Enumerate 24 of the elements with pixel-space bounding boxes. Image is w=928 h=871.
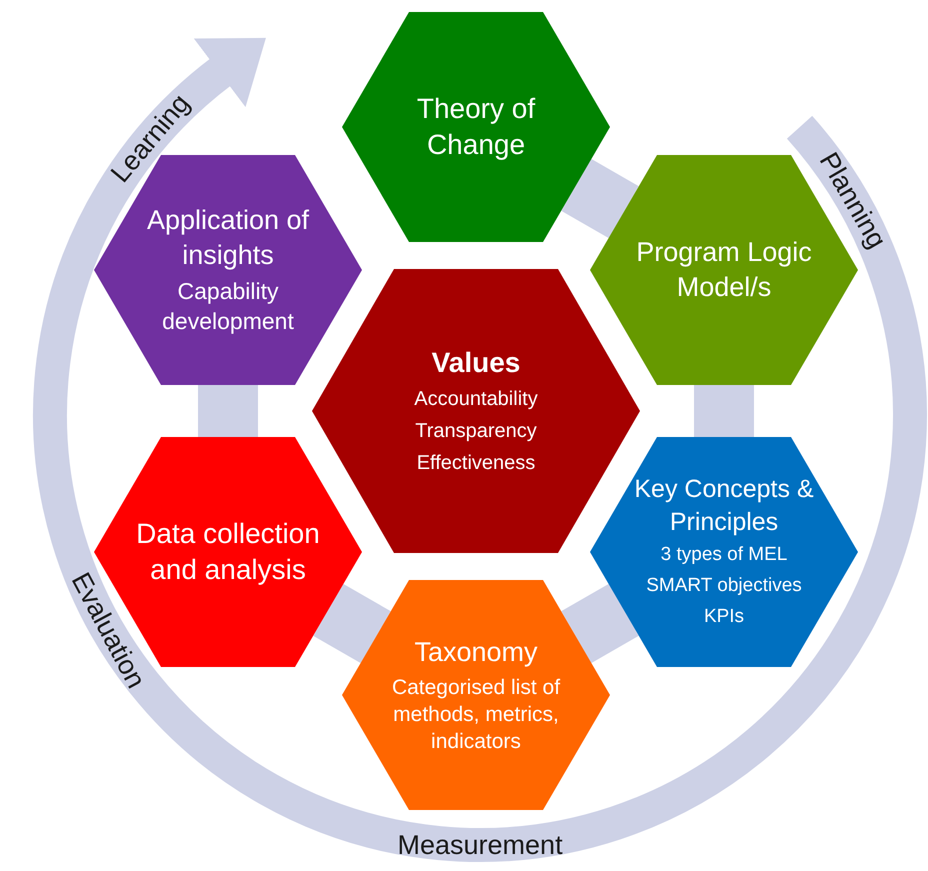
hexagon-title: Theory of Change — [416, 92, 536, 162]
hexagon-text: Accountability — [414, 387, 538, 412]
hexagon — [342, 580, 610, 810]
hexagon-text: Effectiveness — [416, 451, 536, 476]
connector-band — [561, 584, 639, 664]
connector-band — [313, 584, 391, 664]
hexagon-text: 3 types of MEL — [660, 543, 788, 568]
connector-band — [561, 158, 639, 238]
hexagon — [342, 12, 610, 242]
hexagon-title: Program Logic Model/s — [635, 236, 813, 304]
connector-band — [198, 385, 258, 437]
cycle-label: Measurement — [398, 830, 563, 860]
hexagon-text: KPIs — [704, 604, 744, 629]
connector-band — [694, 385, 754, 437]
hexagon-text: Transparency — [415, 419, 537, 444]
hexagon-text: Categorised list of methods, metrics, indicators — [391, 674, 561, 756]
hexagon-title: Data collection and analysis — [136, 516, 321, 585]
hexagon-title: Values — [432, 346, 520, 380]
hexagon-text: SMART objectives — [646, 574, 802, 598]
hexagon — [590, 437, 858, 667]
hexagon-title: Taxonomy — [414, 636, 538, 669]
hexagon-title: Key Concepts & Principles — [633, 474, 815, 538]
hexagon-title: Application of insights — [146, 204, 310, 272]
hexagon-text: Capability development — [161, 277, 295, 336]
